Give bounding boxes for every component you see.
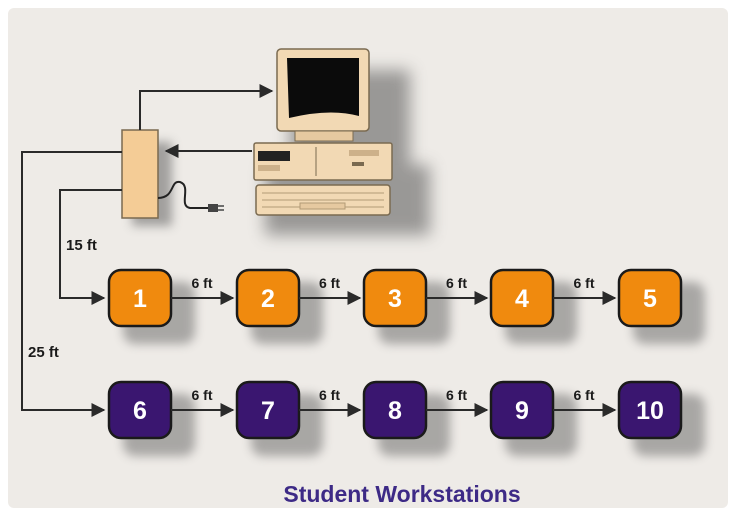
distance-label-between: 6 ft bbox=[319, 387, 340, 403]
distance-label-between: 6 ft bbox=[192, 275, 213, 291]
monitor-stand bbox=[294, 130, 354, 142]
distance-label-between: 6 ft bbox=[574, 387, 595, 403]
diagram-caption: Student Workstations bbox=[283, 481, 520, 507]
workstation-4-label: 4 bbox=[515, 285, 529, 313]
connection-hub-icon bbox=[121, 129, 159, 219]
monitor-screen bbox=[287, 58, 359, 118]
distance-label-between: 6 ft bbox=[192, 387, 213, 403]
workstation-rows: 1 6 ft 2 6 ft 3 6 ft 4 6 ft 5 6 6 ft 7 6 ft 8 6 ft 9 6 f… bbox=[107, 268, 705, 456]
workstation-10-box bbox=[617, 380, 683, 440]
distance-label-between: 6 ft bbox=[446, 275, 467, 291]
workstation-8-label: 8 bbox=[388, 397, 402, 425]
workstation-2-label: 2 bbox=[261, 285, 275, 313]
system-unit bbox=[253, 142, 393, 181]
workstation-10-label: 10 bbox=[636, 397, 664, 425]
distance-label-row2: 25 ft bbox=[28, 344, 59, 361]
link-hub-to-row1 bbox=[59, 189, 122, 305]
distance-label-between: 6 ft bbox=[446, 387, 467, 403]
link-hub-to-row2 bbox=[21, 151, 122, 417]
distance-label-between: 6 ft bbox=[574, 275, 595, 291]
workstation-9-label: 9 bbox=[515, 397, 529, 425]
workstation-1-label: 1 bbox=[133, 285, 147, 313]
distance-label-between: 6 ft bbox=[319, 275, 340, 291]
workstation-5-label: 5 bbox=[643, 285, 657, 313]
floppy-drive bbox=[258, 151, 290, 161]
workstation-3-label: 3 bbox=[388, 285, 402, 313]
workstation-5-box bbox=[617, 268, 683, 328]
distance-label-row1: 15 ft bbox=[66, 237, 97, 254]
workstation-7-label: 7 bbox=[261, 397, 275, 425]
power-panel bbox=[349, 150, 379, 156]
workstation-6-label: 6 bbox=[133, 397, 147, 425]
drive-slot bbox=[258, 165, 280, 171]
arrow-hub-to-monitor bbox=[139, 84, 274, 130]
cable-plug-icon bbox=[157, 180, 224, 212]
desktop-computer-icon bbox=[253, 48, 393, 216]
